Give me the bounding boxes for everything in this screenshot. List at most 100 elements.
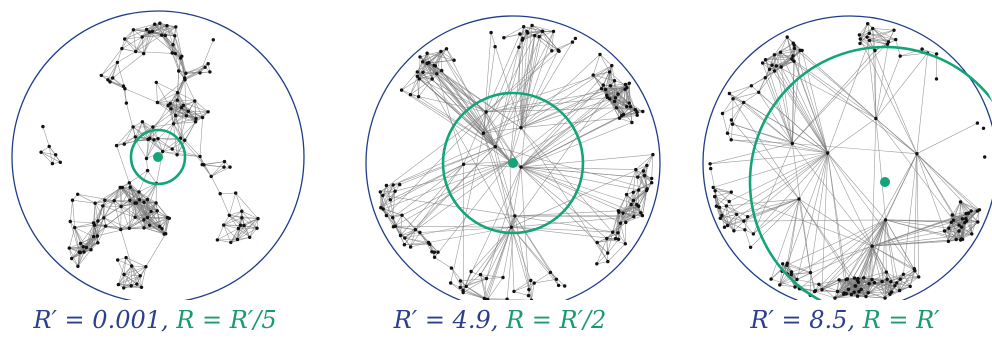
graph-edge	[518, 47, 522, 128]
graph-node	[591, 73, 595, 77]
graph-edge	[93, 228, 130, 237]
graph-node	[727, 91, 732, 96]
graph-edge	[186, 115, 203, 118]
graph-edge	[170, 108, 174, 124]
graph-node	[950, 213, 954, 217]
graph-node	[627, 101, 631, 105]
graph-edge	[618, 204, 632, 212]
graph-edge	[774, 54, 794, 57]
graph-edge	[156, 82, 158, 103]
graph-edge	[743, 152, 828, 222]
graph-edge	[123, 274, 138, 285]
graph-edge	[903, 153, 918, 275]
graph-node	[763, 76, 767, 80]
graph-node	[208, 70, 212, 74]
graph-edge	[380, 184, 394, 193]
graph-node	[813, 289, 818, 293]
graph-node	[486, 297, 490, 300]
graph-edge	[42, 126, 50, 147]
graph-edge	[434, 257, 452, 269]
graph-edge	[220, 192, 236, 194]
graph-node	[73, 225, 77, 230]
graph-node	[884, 270, 888, 274]
graph-edge	[184, 79, 196, 102]
graph-edge	[868, 282, 875, 293]
graph-node	[418, 55, 422, 59]
graph-node	[177, 69, 181, 73]
graph-edge	[534, 35, 552, 52]
graph-edge	[732, 98, 800, 200]
graph-edge	[120, 206, 130, 229]
graph-node	[171, 122, 176, 126]
graph-node	[897, 288, 902, 293]
graph-edge	[837, 279, 840, 292]
graph-edge	[161, 218, 170, 229]
graph-edge	[596, 261, 608, 265]
graph-node	[632, 215, 636, 219]
graph-edge	[382, 208, 393, 218]
graph-edge	[135, 31, 150, 52]
graph-node	[134, 201, 138, 205]
graph-edge	[635, 169, 648, 189]
graph-edge	[951, 222, 961, 241]
graph-edge	[120, 187, 123, 207]
graph-edge	[871, 118, 877, 247]
graph-edge	[202, 161, 225, 165]
graph-edge	[485, 33, 521, 113]
graph-edge	[780, 36, 788, 53]
graph-node	[128, 198, 132, 202]
graph-edge	[885, 219, 949, 229]
graph-edge	[181, 56, 187, 74]
graph-edge	[520, 41, 573, 128]
graph-node	[67, 246, 72, 250]
graph-edge	[509, 161, 512, 228]
graph-edge	[509, 127, 522, 162]
graph-node	[155, 209, 159, 213]
graph-node	[154, 201, 158, 205]
graph-edge	[624, 89, 630, 104]
graph-edge	[542, 31, 560, 52]
graph-edge	[922, 48, 937, 55]
graph-edge	[103, 187, 121, 218]
graph-edge	[195, 111, 209, 119]
graph-node	[960, 237, 965, 241]
graph-node	[650, 176, 654, 181]
graph-edge	[891, 286, 911, 293]
graph-edge	[596, 252, 608, 265]
graph-edge	[410, 94, 487, 113]
graph-node	[517, 45, 521, 49]
graph-node	[158, 224, 162, 229]
graph-edge	[135, 139, 155, 142]
graph-edge	[410, 242, 429, 248]
graph-edge	[435, 65, 511, 162]
graph-edge	[90, 217, 105, 250]
graph-edge	[132, 126, 149, 140]
graph-edge	[882, 281, 895, 287]
graph-edge	[729, 93, 793, 144]
graph-edge	[792, 143, 811, 273]
graph-node	[629, 202, 633, 207]
graph-edge	[154, 23, 166, 36]
graph-edge	[916, 153, 962, 228]
graph-edge	[223, 215, 230, 226]
graph-edge	[143, 31, 153, 54]
graph-edge	[859, 28, 873, 36]
graph-edge	[899, 276, 919, 291]
graph-edge	[726, 205, 735, 231]
graph-node	[173, 113, 178, 118]
graph-node	[872, 281, 877, 285]
graph-edge	[450, 282, 461, 288]
graph-edge	[435, 65, 464, 165]
graph-node	[885, 277, 889, 281]
graph-edge	[531, 283, 535, 300]
graph-node	[206, 110, 210, 114]
graph-node	[808, 270, 813, 275]
graph-edge	[145, 233, 166, 267]
graph-edge	[210, 161, 225, 177]
graph-node	[548, 270, 553, 275]
graph-node	[613, 236, 618, 241]
graph-node	[119, 227, 123, 232]
graph-node	[93, 201, 97, 205]
graph-node	[399, 88, 404, 92]
graph-edge	[869, 39, 896, 41]
